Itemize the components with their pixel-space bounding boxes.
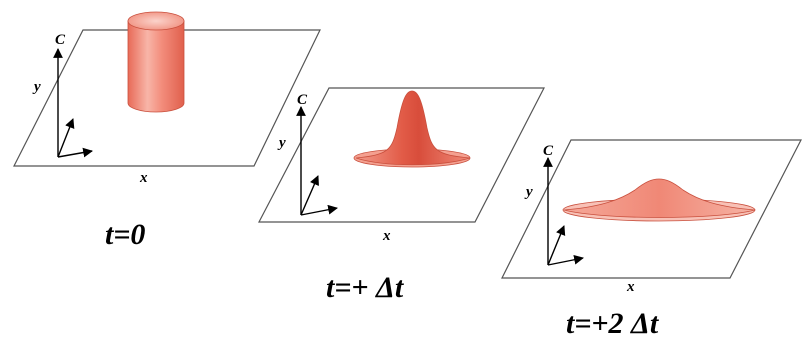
- cylinder-shape: [127, 11, 185, 113]
- c-axis-label: C: [543, 143, 554, 159]
- x-axis-arrow: [547, 254, 584, 266]
- c-axis-label: C: [297, 92, 308, 108]
- x-axis-arrow: [300, 204, 338, 216]
- y-axis-label: y: [32, 79, 41, 95]
- panel-t2: C y x t=+2 Δt: [501, 139, 802, 340]
- x-axis-label: x: [626, 279, 635, 295]
- c-axis-label: C: [55, 32, 66, 48]
- y-axis-arrow: [57, 118, 75, 158]
- flattened-peak-shape: [562, 178, 756, 222]
- y-axis-arrow: [300, 175, 319, 216]
- x-axis-label: x: [382, 228, 391, 244]
- y-axis-arrow: [547, 225, 566, 266]
- time-label: t=+ Δt: [326, 271, 405, 304]
- gaussian-peak-shape: [353, 90, 471, 168]
- panel-t1: C y x t=+ Δt: [258, 87, 545, 304]
- y-axis-label: y: [277, 135, 286, 151]
- time-label: t=0: [105, 218, 145, 251]
- time-label: t=+2 Δt: [566, 307, 660, 340]
- x-axis-label: x: [139, 170, 148, 186]
- x-axis-arrow: [57, 147, 93, 158]
- y-axis-label: y: [524, 184, 533, 200]
- panel-t0: C y x t=0: [13, 11, 321, 251]
